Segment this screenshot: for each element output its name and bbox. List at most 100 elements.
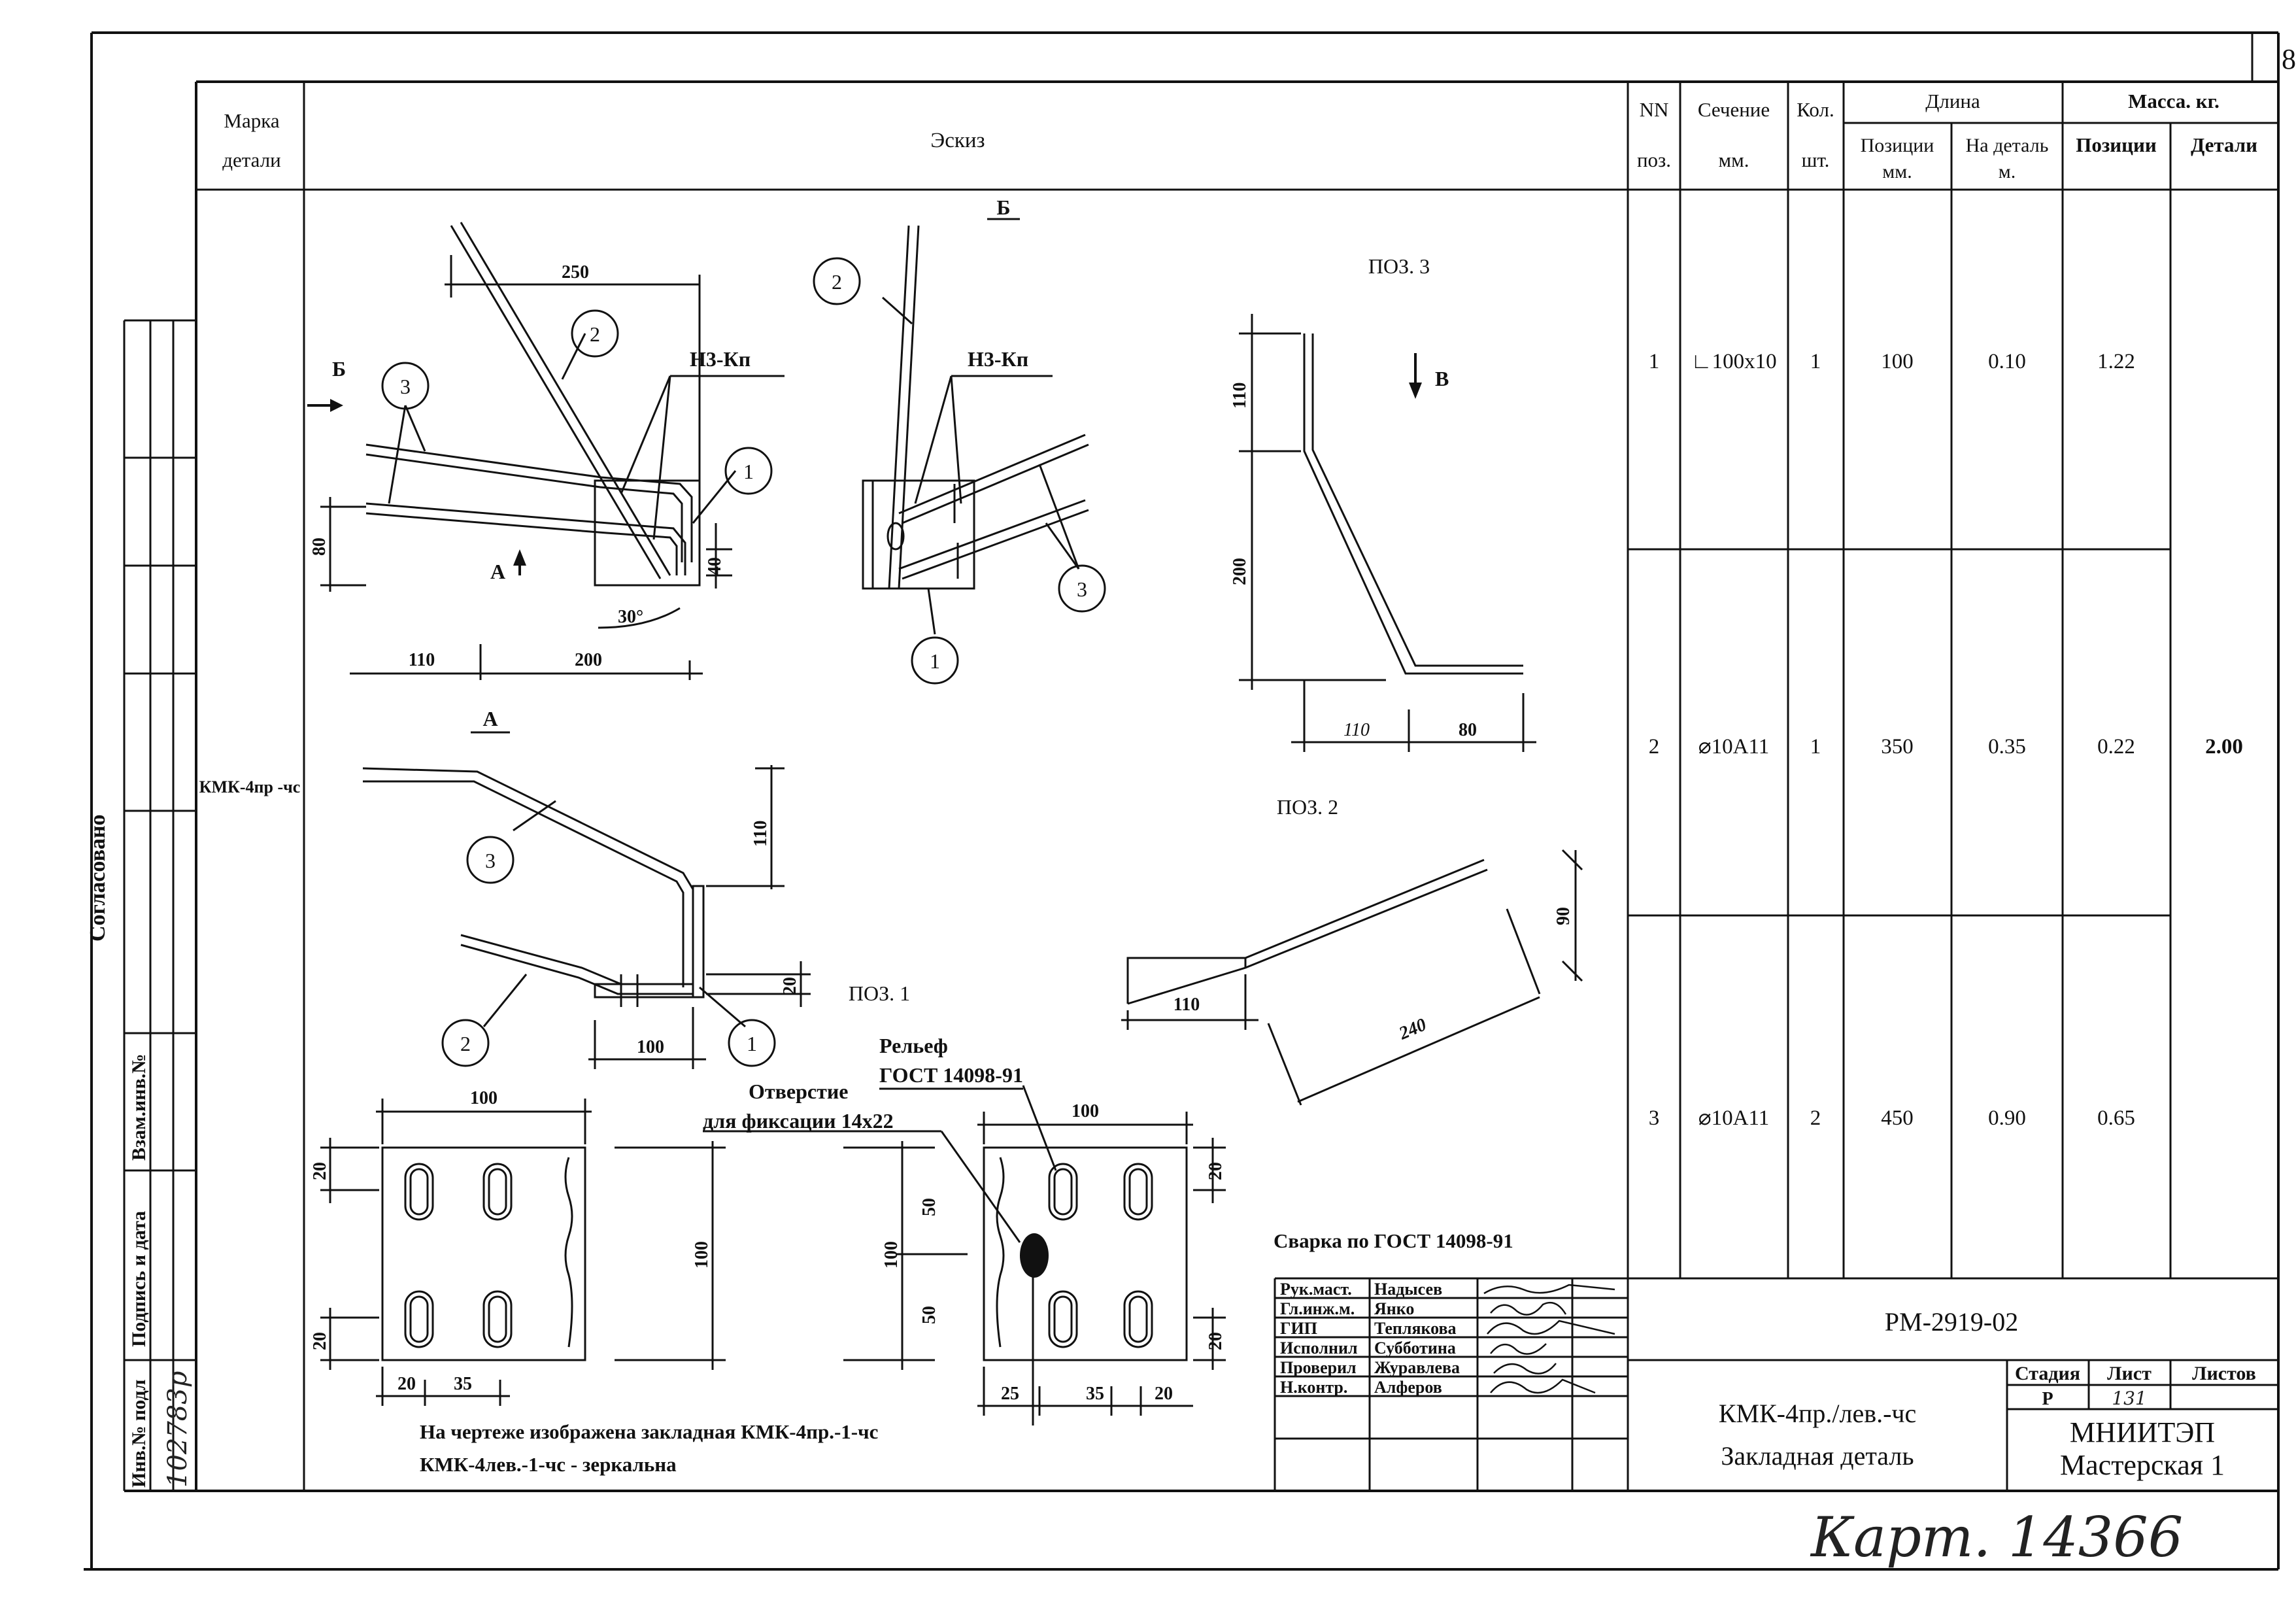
signatures: [1483, 1284, 1615, 1394]
dim-50-right-bottom: 50: [919, 1306, 939, 1324]
relief-label-2: ГОСТ 14098-91: [879, 1063, 1023, 1087]
svg-text:2: 2: [460, 1032, 471, 1055]
svg-text:1: 1: [743, 460, 754, 483]
dim-20-left-bot: 20: [397, 1374, 416, 1394]
dim-100-left-side: 100: [692, 1241, 712, 1269]
svg-text:2: 2: [832, 270, 842, 294]
hdr-marka-2: детали: [222, 148, 281, 171]
fixing-hole: [1020, 1233, 1049, 1278]
row1-len-det: 0.10: [1988, 350, 2026, 373]
name-2: Янко: [1374, 1299, 1414, 1318]
hole-label-1: Отверстие: [749, 1080, 848, 1103]
strip-soglasovano: Согласовано: [86, 814, 110, 942]
strip-podpis-data: Подпись и дата: [128, 1211, 150, 1347]
dim-35-left-bot: 35: [454, 1374, 472, 1394]
strip-vzam-inv: Взам.инв.№: [128, 1054, 150, 1161]
sketch-pos3: ПОЗ. 3 В 110 200 110 80: [1230, 254, 1536, 752]
weld-note: Сварка по ГОСТ 14098-91: [1274, 1229, 1513, 1252]
angle-30: 30°: [618, 607, 643, 627]
view-a-title: А: [482, 707, 498, 730]
row2-pos: 2: [1649, 735, 1660, 759]
role-1: Рук.маст.: [1280, 1280, 1352, 1299]
left-strip: Согласовано Взам.инв.№ Подпись и дата Ин…: [86, 319, 196, 1491]
slots-right-plate: [1048, 1163, 1153, 1348]
row1-mass-pos: 1.22: [2097, 350, 2135, 373]
dim-35-right: 35: [1086, 1384, 1104, 1404]
org-name-1: МНИИТЭП: [2070, 1416, 2215, 1448]
dim-20-left-top: 20: [310, 1162, 330, 1180]
dim-110-pos3: 110: [1230, 383, 1250, 409]
role-3: ГИП: [1280, 1319, 1317, 1338]
balloon-1-b: 1: [911, 636, 959, 685]
svg-text:2: 2: [590, 322, 600, 346]
table-header: Марка детали Эскиз NN поз. Сечение мм. К…: [196, 82, 2278, 1491]
pos3-title: ПОЗ. 3: [1368, 254, 1430, 278]
dim-100-a: 100: [637, 1037, 664, 1057]
svg-text:3: 3: [1077, 577, 1087, 601]
dim-25-right: 25: [1001, 1384, 1019, 1404]
row1-section: ∟100x10: [1691, 350, 1776, 373]
weld-label-b: Н3-Кп: [968, 347, 1028, 371]
product-name-1: КМК-4пр./лев.-чс: [1719, 1399, 1917, 1428]
balloon-3-main: 3: [381, 362, 430, 410]
hdr-dlina-poz-1: Позиции: [1861, 135, 1934, 156]
row3-mass-pos: 0.65: [2097, 1106, 2135, 1130]
svg-text:3: 3: [485, 849, 496, 872]
dim-250: 250: [562, 262, 589, 282]
view-v-marker: В: [1435, 367, 1449, 390]
pos1-title: ПОЗ. 1: [849, 981, 910, 1005]
row2-qty: 1: [1810, 735, 1821, 759]
hdr-massa: Масса. кг.: [2128, 90, 2220, 112]
sketch-view-a: А 110 20 100 3 2 1: [362, 707, 811, 1069]
balloon-3-b: 3: [1058, 564, 1106, 613]
balloon-1-a: 1: [728, 1019, 776, 1067]
dim-200-main: 200: [575, 650, 602, 670]
drawing-note-1: На чертеже изображена закладная КМК-4пр.…: [420, 1420, 878, 1443]
dim-20-right-bottom: 20: [1206, 1332, 1226, 1350]
listov-label: Листов: [2192, 1363, 2256, 1384]
row2-section: ⌀10А11: [1698, 735, 1769, 759]
hdr-dlina-poz-2: мм.: [1882, 161, 1912, 182]
sheet-number: 85: [2282, 43, 2296, 75]
weld-label-main: Н3-Кп: [690, 347, 751, 371]
hdr-marka-1: Марка: [224, 109, 279, 132]
sketch-view-b: Б Н3-Кп 2 3 1: [813, 196, 1106, 685]
hdr-sech-2: мм.: [1719, 148, 1749, 171]
hdr-eskiz: Эскиз: [930, 129, 985, 152]
hole-label-2: для фиксации 14х22: [703, 1109, 894, 1133]
row1-qty: 1: [1810, 350, 1821, 373]
hdr-dlina: Длина: [1925, 90, 1980, 112]
relief-label-1: Рельеф: [879, 1034, 948, 1057]
sketch-pos1: ПОЗ. 1 Рельеф ГОСТ 14098-91 Отверстие дл…: [310, 981, 1226, 1425]
strip-inv-podl: Инв.№ подл: [128, 1379, 150, 1488]
dim-80-pos3: 80: [1459, 720, 1477, 740]
sheet-frame: [84, 31, 2280, 1571]
hdr-sech-1: Сечение: [1698, 98, 1770, 121]
spec-row-1: 1 ∟100x10 1 100 0.10 1.22: [1649, 350, 2135, 373]
role-6: Н.контр.: [1280, 1378, 1347, 1397]
name-6: Алферов: [1374, 1378, 1442, 1397]
row2-len-det: 0.35: [1988, 735, 2026, 759]
dim-20-a: 20: [780, 977, 800, 995]
name-4: Субботина: [1374, 1339, 1456, 1357]
dim-90-pos2: 90: [1553, 907, 1574, 925]
dim-110-a: 110: [751, 821, 771, 847]
role-4: Исполнил: [1280, 1339, 1358, 1357]
svg-text:3: 3: [400, 375, 411, 398]
row1-pos: 1: [1649, 350, 1660, 373]
dim-80-main: 80: [309, 537, 329, 556]
row2-len-pos: 350: [1881, 735, 1914, 759]
balloon-2-main: 2: [571, 309, 619, 358]
hdr-nn-2: поз.: [1637, 148, 1671, 171]
row2-mass-pos: 0.22: [2097, 735, 2135, 759]
dim-20-right-top: 20: [1206, 1162, 1226, 1180]
dim-240-pos2: 240: [1396, 1014, 1430, 1044]
sheet-number-box: 85: [2251, 33, 2296, 83]
spec-row-2: 2 ⌀10А11 1 350 0.35 0.22: [1649, 735, 2135, 759]
hdr-kol-1: Кол.: [1797, 98, 1834, 121]
hdr-dlina-det-2: м.: [1999, 161, 2016, 182]
title-block: РМ-2919-02 Рук.маст. Надысев Гл.инж.м. Я…: [1274, 1277, 2278, 1491]
dim-110-pos2: 110: [1173, 995, 1200, 1015]
spec-row-3: 3 ⌀10А11 2 450 0.90 0.65: [1649, 1106, 2135, 1130]
dim-20-left-bottom: 20: [310, 1332, 330, 1350]
